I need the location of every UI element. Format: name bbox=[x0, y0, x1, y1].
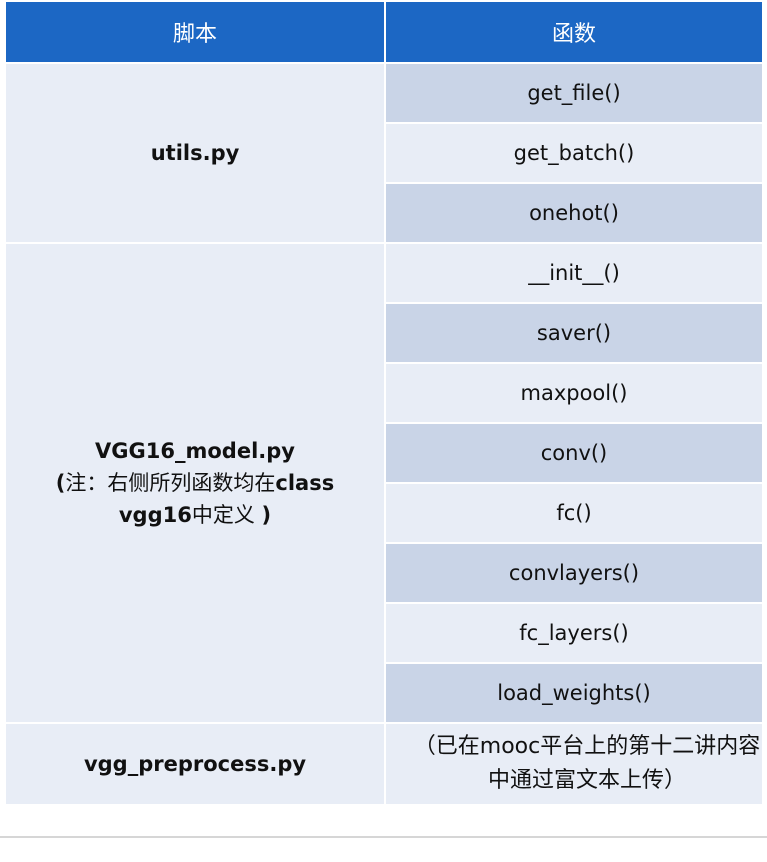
note-text-2: 中定义 bbox=[191, 503, 255, 527]
function-cell: get_batch() bbox=[384, 122, 764, 184]
function-cell: conv() bbox=[384, 422, 764, 484]
bottom-divider bbox=[0, 836, 767, 838]
script-note-line2: vgg16中定义 ) bbox=[6, 499, 384, 531]
table-row: VGG16_model.py (注：右侧所列函数均在class vgg16中定义… bbox=[4, 242, 764, 724]
table-row: conv() bbox=[5, 422, 764, 484]
function-cell: convlayers() bbox=[384, 542, 764, 604]
table-row: fc_layers() bbox=[5, 602, 764, 664]
script-vgg16-model: VGG16_model.py (注：右侧所列函数均在class vgg16中定义… bbox=[4, 242, 386, 724]
function-cell: fc() bbox=[384, 482, 764, 544]
table-row: vgg_preprocess.py （已在mooc平台上的第十二讲内容中通过富文… bbox=[4, 722, 764, 806]
table-row: get_batch() bbox=[5, 122, 764, 184]
table-row: fc() bbox=[5, 482, 764, 544]
table-row: load_weights() bbox=[5, 662, 764, 724]
table-row: maxpool() bbox=[5, 362, 764, 424]
table-row: utils.py get_file() bbox=[4, 62, 764, 244]
note-open: ( bbox=[55, 471, 66, 495]
script-note: (注：右侧所列函数均在class bbox=[6, 467, 384, 499]
header-function: 函数 bbox=[384, 0, 764, 64]
header-row: 脚本 函数 bbox=[4, 0, 764, 64]
table-row: saver() bbox=[5, 302, 764, 364]
note-class: class bbox=[275, 471, 335, 495]
script-utils: utils.py bbox=[4, 62, 386, 244]
function-cell: onehot() bbox=[384, 182, 764, 244]
script-function-table: 脚本 函数 utils.py get_file() get_batch() on… bbox=[4, 0, 764, 806]
script-name: VGG16_model.py bbox=[95, 439, 295, 463]
function-cell: __init__() bbox=[384, 242, 764, 304]
note-close: ) bbox=[261, 503, 272, 527]
function-cell: load_weights() bbox=[384, 662, 764, 724]
function-cell: get_file() bbox=[384, 62, 764, 124]
note-vgg16: vgg16 bbox=[118, 503, 192, 527]
table-row: onehot() bbox=[5, 182, 764, 244]
header-script: 脚本 bbox=[4, 0, 386, 64]
script-vgg-preprocess: vgg_preprocess.py bbox=[4, 722, 386, 806]
table-row: convlayers() bbox=[5, 542, 764, 604]
function-cell: fc_layers() bbox=[384, 602, 764, 664]
function-cell: saver() bbox=[384, 302, 764, 364]
note-text-1: 注：右侧所列函数均在 bbox=[65, 471, 276, 495]
function-cell: maxpool() bbox=[384, 362, 764, 424]
preprocess-remark: （已在mooc平台上的第十二讲内容中通过富文本上传） bbox=[384, 722, 764, 806]
